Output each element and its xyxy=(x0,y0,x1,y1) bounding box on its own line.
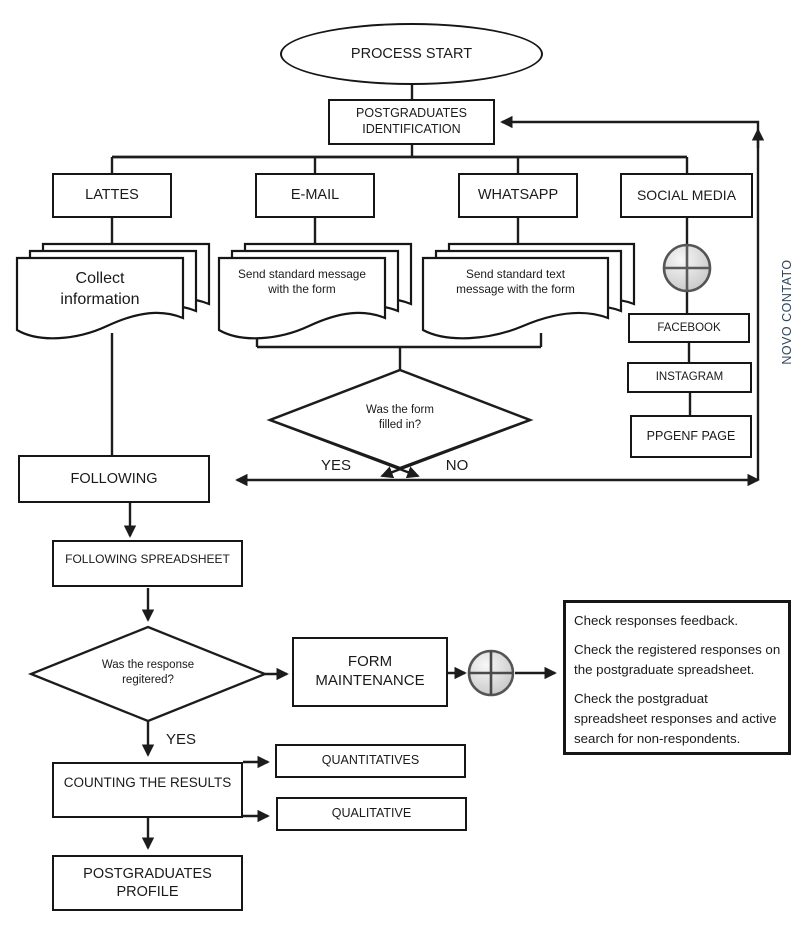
note-item: Check responses feedback. xyxy=(574,613,739,628)
label-send-standard-text: Send standard text message with the form xyxy=(456,266,575,296)
note-item: Check the registered responses on the po… xyxy=(574,641,781,677)
label-form-filled-question: Was the form filled in? xyxy=(366,404,434,431)
label-collect-information: Collect information xyxy=(60,270,140,308)
note-item: Check the postgraduat spreadsheet respon… xyxy=(574,690,777,746)
node-postgraduates-profile: POSTGRADUATES PROFILE xyxy=(52,855,243,911)
label-novo-contato: NOVO CONTATO xyxy=(780,259,794,365)
node-instagram: INSTAGRAM xyxy=(627,362,752,393)
node-lattes: LATTES xyxy=(52,173,172,218)
label-send-standard-message: Send standard message with the form xyxy=(238,266,366,296)
label-yes-response: YES xyxy=(165,731,196,749)
plus-connector-maintenance-icon xyxy=(467,649,515,697)
label-no-form: NO xyxy=(445,457,469,475)
node-email: E-MAIL xyxy=(255,173,375,218)
node-counting-results: COUNTING THE RESULTS xyxy=(52,762,243,818)
connector-lines xyxy=(110,85,765,850)
decision-form-filled xyxy=(266,368,534,470)
node-whatsapp: WHATSAPP xyxy=(458,173,578,218)
notes-block: Check responses feedback. Check the regi… xyxy=(563,600,791,755)
lattes-document-stack xyxy=(15,242,211,340)
node-facebook: FACEBOOK xyxy=(628,313,750,343)
label-yes-form: YES xyxy=(320,457,351,475)
whatsapp-document-stack xyxy=(421,242,636,340)
node-qualitative: QUALITATIVE xyxy=(276,797,467,831)
node-quantitatives: QUANTITATIVES xyxy=(275,744,466,778)
node-postgraduates-identification: POSTGRADUATES IDENTIFICATION xyxy=(328,99,495,145)
email-document-stack xyxy=(217,242,413,340)
label-response-registered-question: Was the response regitered? xyxy=(101,659,195,686)
node-social-media: SOCIAL MEDIA xyxy=(620,173,753,218)
decision-response-registered xyxy=(27,625,269,723)
node-form-maintenance: FORM MAINTENANCE xyxy=(292,637,448,707)
node-ppgenf-page: PPGENF PAGE xyxy=(630,415,752,458)
node-following-spreadsheet: FOLLOWING SPREADSHEET xyxy=(52,540,243,587)
plus-connector-social-icon xyxy=(662,243,712,293)
node-process-start: PROCESS START xyxy=(280,23,543,85)
node-following: FOLLOWING xyxy=(18,455,210,503)
